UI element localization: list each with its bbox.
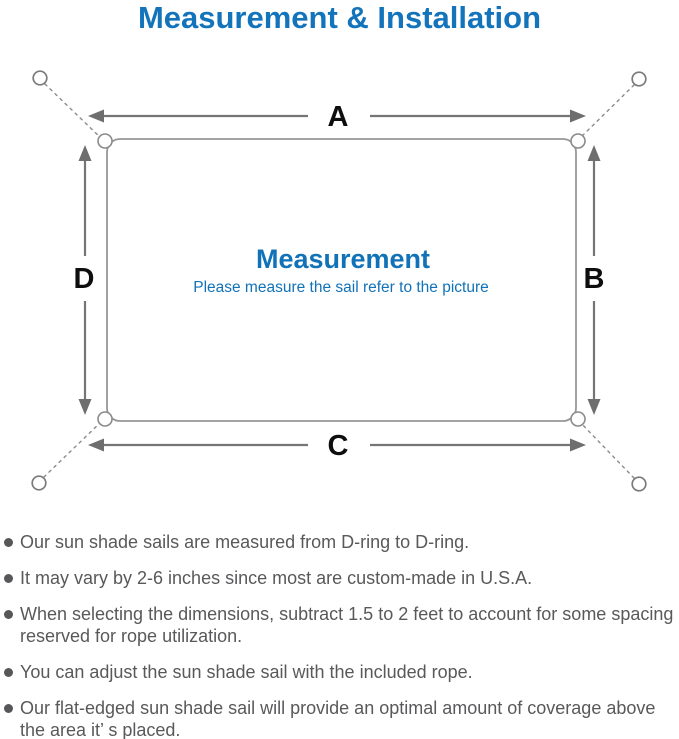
d-ring-icon-bottom-right [570,411,586,427]
bullet-icon [4,704,13,713]
note-text: When selecting the dimensions, subtract … [20,604,674,646]
d-ring-icon-top-right [570,133,586,149]
sail-measurement-diagram: A C D B Measurement Please measure the s… [31,70,647,492]
tether-line-bottom-right [576,418,635,479]
d-ring-icon-bottom-left [97,411,113,427]
bullet-icon [4,538,13,547]
sail-outline [106,138,577,422]
dimension-arrow-c [88,438,586,452]
notes-list: Our sun shade sails are measured from D-… [0,531,679,739]
page-title: Measurement & Installation [137,0,542,35]
list-item: Our flat-edged sun shade sail will provi… [0,697,679,739]
diagram-subheading: Please measure the sail refer to the pic… [193,279,489,296]
d-ring-icon-top-left [97,133,113,149]
dimension-label-d: D [74,263,95,295]
diagram-heading: Measurement [256,244,430,274]
arrow-head-up-icon [78,145,92,161]
dimension-label-c: C [328,430,349,462]
dimension-arrow-b [587,145,601,415]
dimension-arrow-a [88,109,586,123]
list-item: It may vary by 2-6 inches since most are… [0,567,679,589]
note-text: Our sun shade sails are measured from D-… [20,532,470,552]
dimension-arrow-d [78,145,92,415]
dimension-label-b: B [584,263,605,295]
note-text: It may vary by 2-6 inches since most are… [20,568,533,588]
anchor-ring-icon-bottom-left [31,475,47,491]
list-item: Our sun shade sails are measured from D-… [0,531,679,553]
anchor-ring-icon-bottom-right [631,476,647,492]
arrow-head-left-icon [88,438,104,452]
tether-line-top-left [44,83,105,142]
note-text: Our flat-edged sun shade sail will provi… [20,698,656,739]
arrow-head-down-icon [78,399,92,415]
arrow-head-right-icon [570,109,586,123]
bullet-icon [4,610,13,619]
arrow-head-left-icon [88,109,104,123]
bullet-icon [4,574,13,583]
arrow-head-up-icon [587,145,601,161]
anchor-ring-icon-top-right [631,71,647,87]
anchor-ring-icon-top-left [32,70,48,86]
arrow-head-down-icon [587,399,601,415]
tether-line-bottom-left [43,418,105,478]
bullet-icon [4,668,13,677]
list-item: You can adjust the sun shade sail with t… [0,661,679,683]
dimension-label-a: A [328,101,349,133]
list-item: When selecting the dimensions, subtract … [0,603,679,647]
note-text: You can adjust the sun shade sail with t… [20,662,473,682]
tether-line-top-right [576,84,635,142]
arrow-head-right-icon [570,438,586,452]
